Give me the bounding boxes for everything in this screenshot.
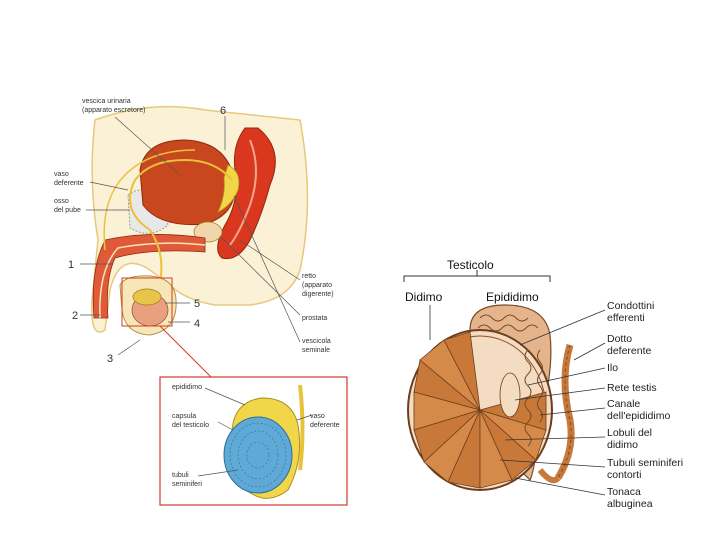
- label-tubuli-1: Tubuli seminiferi: [607, 457, 683, 469]
- vas-deferens-line-2: [103, 149, 196, 251]
- label-lobuli-1: Lobuli del: [607, 427, 652, 439]
- label-tubuli-2: contorti: [607, 469, 641, 481]
- header-didimo: Didimo: [405, 290, 443, 304]
- vas-deferens-line: [129, 158, 233, 301]
- lobules: [413, 331, 547, 489]
- label-lobuli-2: didimo: [607, 439, 638, 451]
- label-dotto-1: Dotto: [607, 333, 632, 345]
- inset-label-epididimo: epididimo: [172, 384, 202, 391]
- label-vaso-line2: deferente: [54, 180, 84, 187]
- zoom-connector: [159, 325, 213, 379]
- label-osso-line1: osso: [54, 198, 69, 205]
- label-dotto-2: deferente: [607, 345, 652, 357]
- header-bracket: [403, 275, 551, 282]
- number-2: 2: [72, 310, 78, 322]
- number-5: 5: [194, 298, 200, 310]
- prostate: [193, 221, 223, 243]
- number-3: 3: [107, 353, 113, 365]
- inset-label-vaso-2: deferente: [310, 422, 340, 429]
- epididymis-tail: [537, 468, 561, 484]
- zoom-box: [121, 277, 173, 327]
- inset-label-capsula-2: del testicolo: [172, 422, 209, 429]
- label-rete: Rete testis: [607, 382, 657, 394]
- label-vescica-line2: (apparato escretore): [82, 107, 145, 114]
- label-vescicola-line1: vescicola: [302, 338, 331, 345]
- urethra: [99, 242, 206, 319]
- inset-label-tubuli-2: seminiferi: [172, 481, 202, 488]
- rectum-lumen: [229, 139, 257, 246]
- label-tonaca-2: albuginea: [607, 498, 653, 510]
- label-retto-line1: retto: [302, 273, 316, 280]
- label-retto-line2: (apparato: [302, 282, 332, 289]
- penis: [92, 234, 206, 319]
- bladder: [139, 139, 236, 226]
- header-testicolo: Testicolo: [447, 258, 494, 272]
- label-canale-1: Canale: [607, 398, 640, 410]
- label-vescica-line1: vescica urinaria: [82, 98, 131, 105]
- label-condottini-2: efferenti: [607, 312, 645, 324]
- right-leader-lines: [499, 309, 606, 496]
- epididymis-small: [132, 288, 162, 306]
- leader-lines: [80, 116, 301, 356]
- label-tonaca-1: Tonaca: [607, 486, 641, 498]
- number-1: 1: [68, 259, 74, 271]
- label-retto-line3: digerente): [302, 291, 334, 298]
- label-condottini-1: Condottini: [607, 300, 654, 312]
- header-epididimo: Epididimo: [486, 290, 539, 304]
- inset-label-tubuli-1: tubuli: [172, 472, 189, 479]
- label-ilo: Ilo: [607, 362, 618, 374]
- label-prostata: prostata: [302, 315, 327, 322]
- label-osso-line2: del pube: [54, 207, 81, 214]
- testis-inset: epididimo capsula del testicolo vaso def…: [159, 376, 348, 506]
- inset-label-vaso-1: vaso: [310, 413, 325, 420]
- seminal-vesicle: [217, 164, 240, 213]
- inset-label-capsula-1: capsula: [172, 413, 196, 420]
- male-reproductive-anatomy-figure: vescica urinaria (apparato escretore) va…: [54, 98, 348, 506]
- label-vaso-line1: vaso: [54, 171, 69, 178]
- label-canale-2: dell'epididimo: [607, 410, 670, 422]
- number-4: 4: [194, 318, 200, 330]
- rete-testis: [499, 372, 521, 418]
- testis-cross-section-figure: Testicolo Didimo Epididimo: [403, 258, 683, 510]
- number-6: 6: [220, 105, 226, 117]
- label-vescicola-line2: seminale: [302, 347, 330, 354]
